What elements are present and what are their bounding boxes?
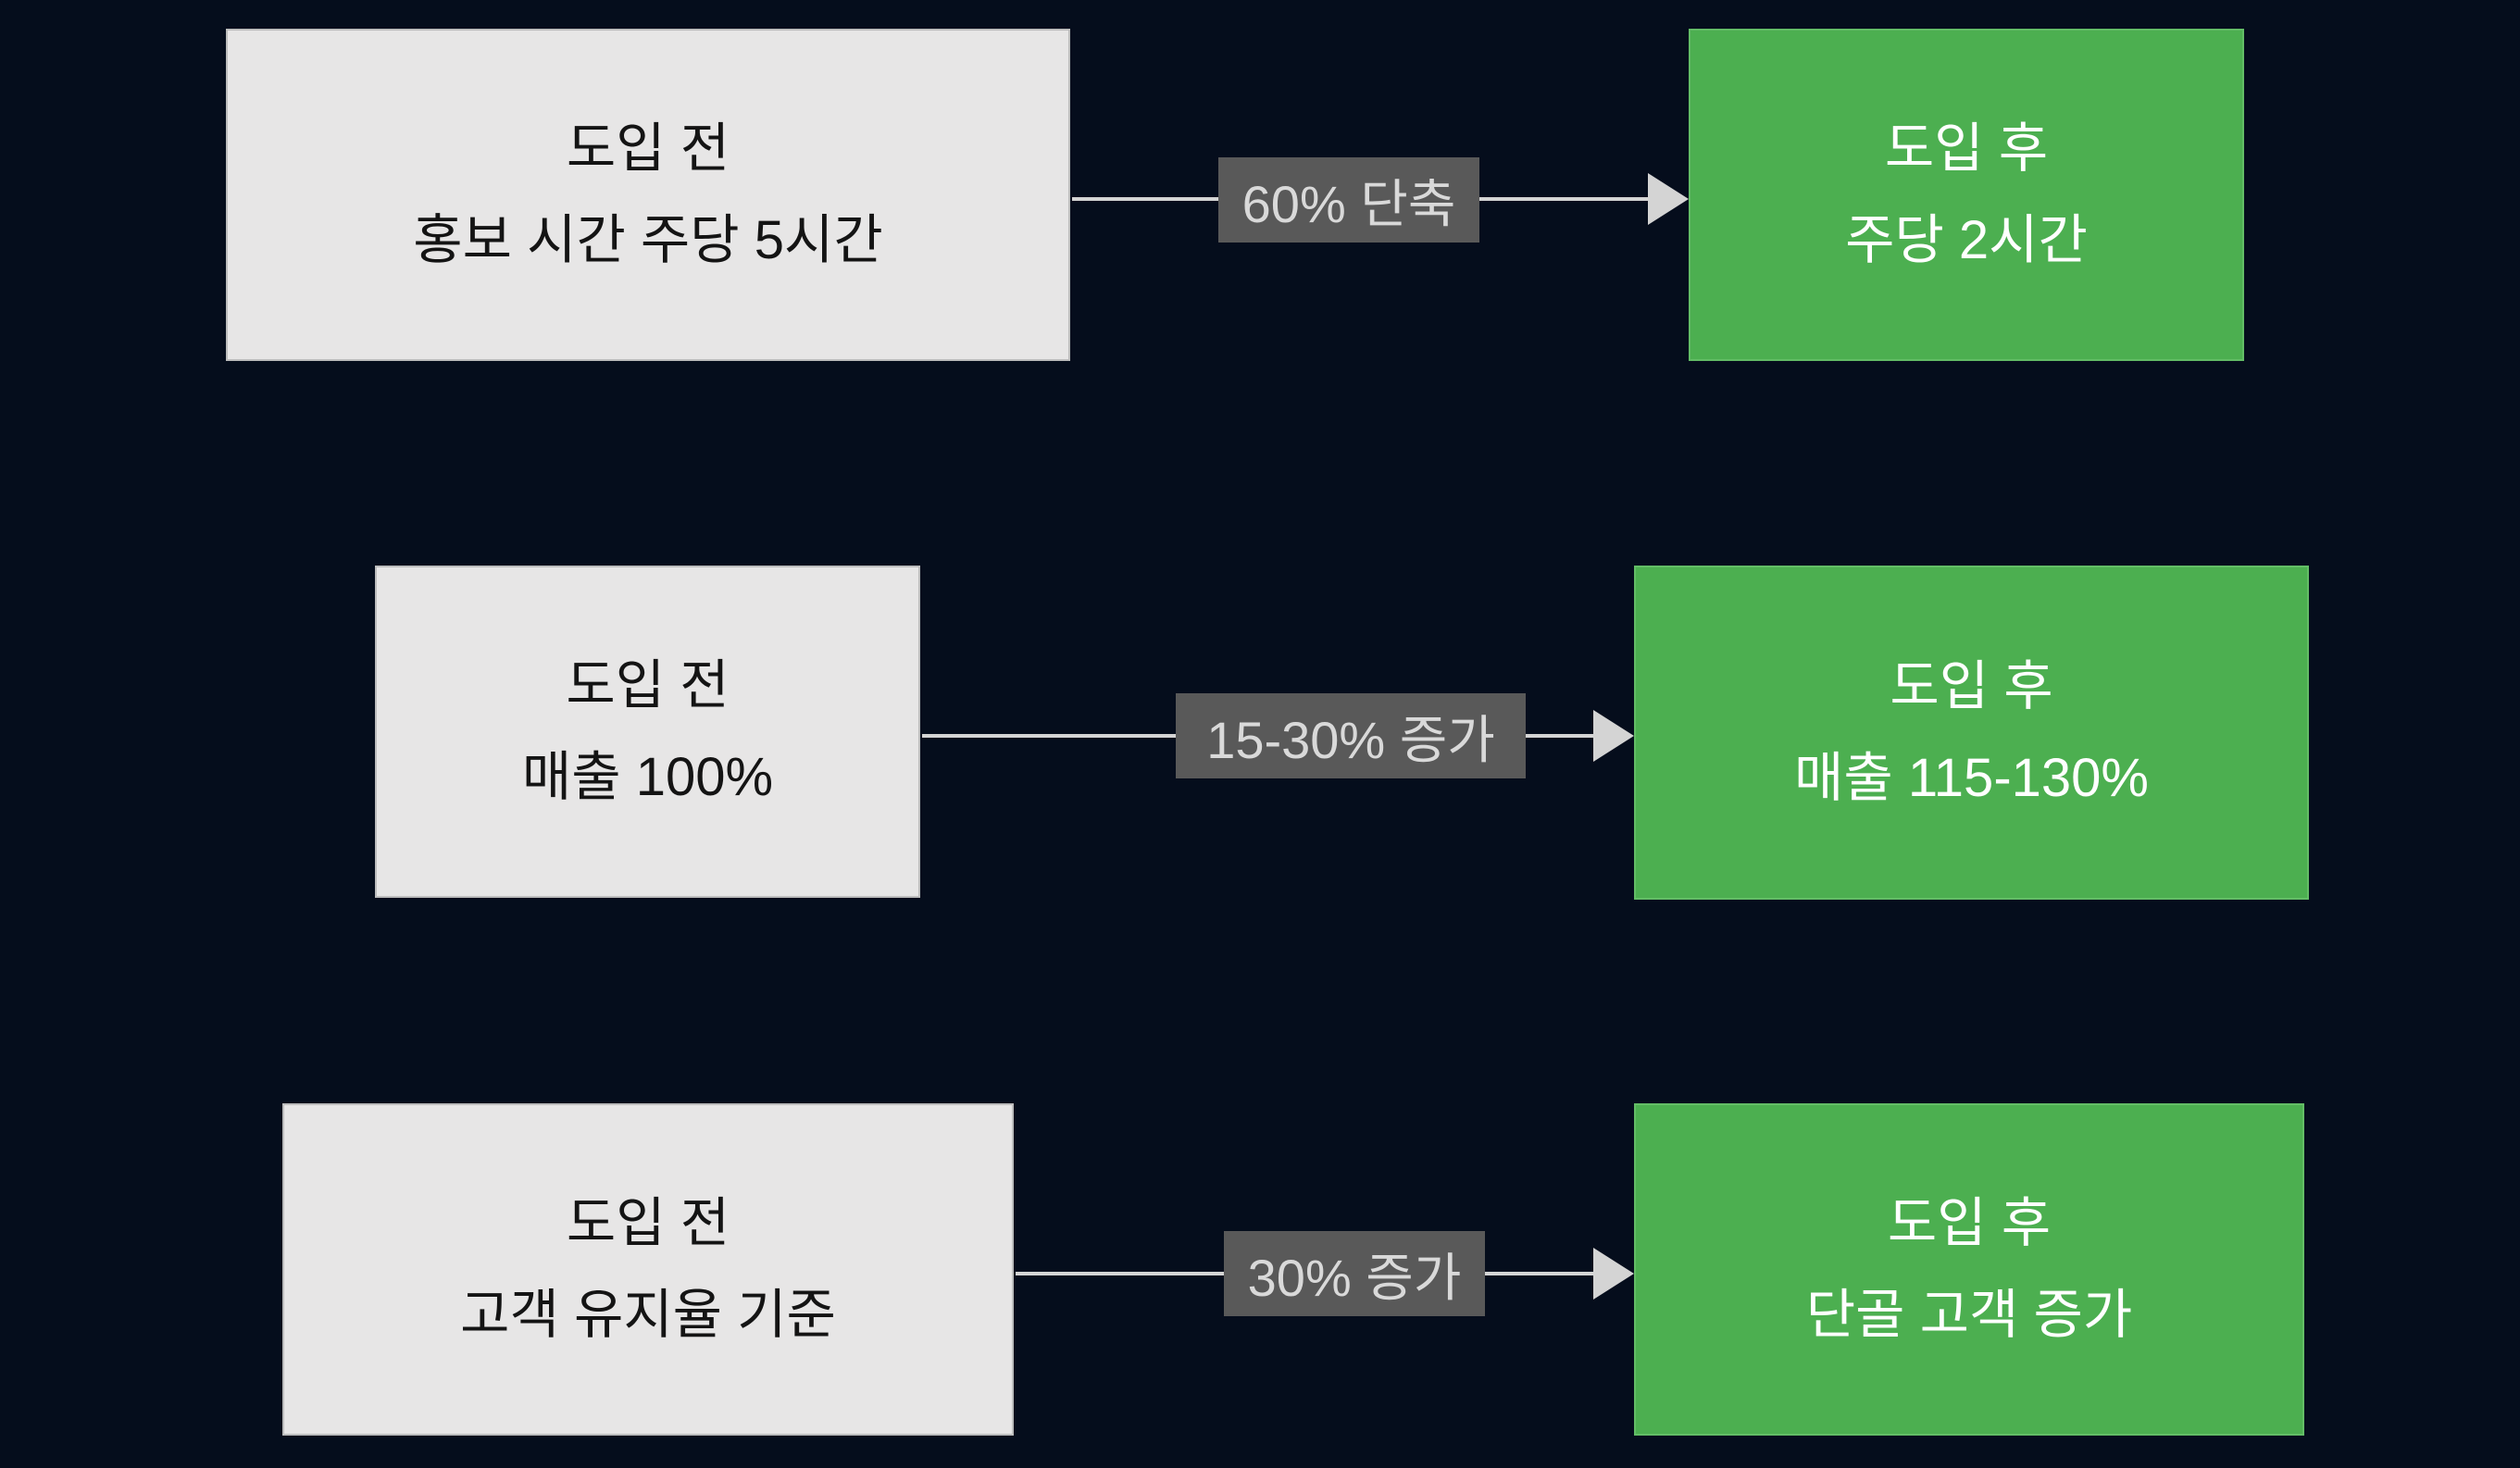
before-box-line2: 고객 유지율 기준 bbox=[460, 1284, 836, 1345]
arrow-head-icon bbox=[1593, 710, 1634, 762]
arrow-label: 15-30% 증가 bbox=[1176, 693, 1526, 778]
before-box-line1: 도입 전 bbox=[566, 655, 730, 715]
before-box-line1: 도입 전 bbox=[566, 1193, 730, 1253]
before-box-line2: 매출 100% bbox=[521, 746, 774, 807]
after-box-line1: 도입 후 bbox=[1890, 656, 2053, 716]
arrow-label: 60% 단축 bbox=[1218, 157, 1479, 243]
arrow-head-icon bbox=[1593, 1248, 1634, 1300]
before-box-line1: 도입 전 bbox=[566, 118, 730, 179]
after-box: 도입 후 매출 115-130% bbox=[1634, 566, 2309, 900]
after-box: 도입 후 주당 2시간 bbox=[1689, 29, 2244, 361]
after-box-line2: 매출 115-130% bbox=[1794, 747, 2149, 808]
after-box: 도입 후 단골 고객 증가 bbox=[1634, 1103, 2304, 1436]
after-box-line2: 주당 2시간 bbox=[1845, 209, 2088, 270]
after-box-line1: 도입 후 bbox=[1887, 1193, 2052, 1253]
after-box-line1: 도입 후 bbox=[1884, 118, 2049, 179]
before-box: 도입 전 고객 유지율 기준 bbox=[282, 1103, 1014, 1436]
before-box-line2: 홍보 시간 주당 5시간 bbox=[413, 209, 883, 270]
after-box-line2: 단골 고객 증가 bbox=[1805, 1284, 2133, 1345]
arrow-head-icon bbox=[1648, 173, 1689, 225]
before-box: 도입 전 홍보 시간 주당 5시간 bbox=[226, 29, 1070, 361]
before-box: 도입 전 매출 100% bbox=[375, 566, 920, 898]
arrow-label: 30% 증가 bbox=[1224, 1231, 1485, 1316]
